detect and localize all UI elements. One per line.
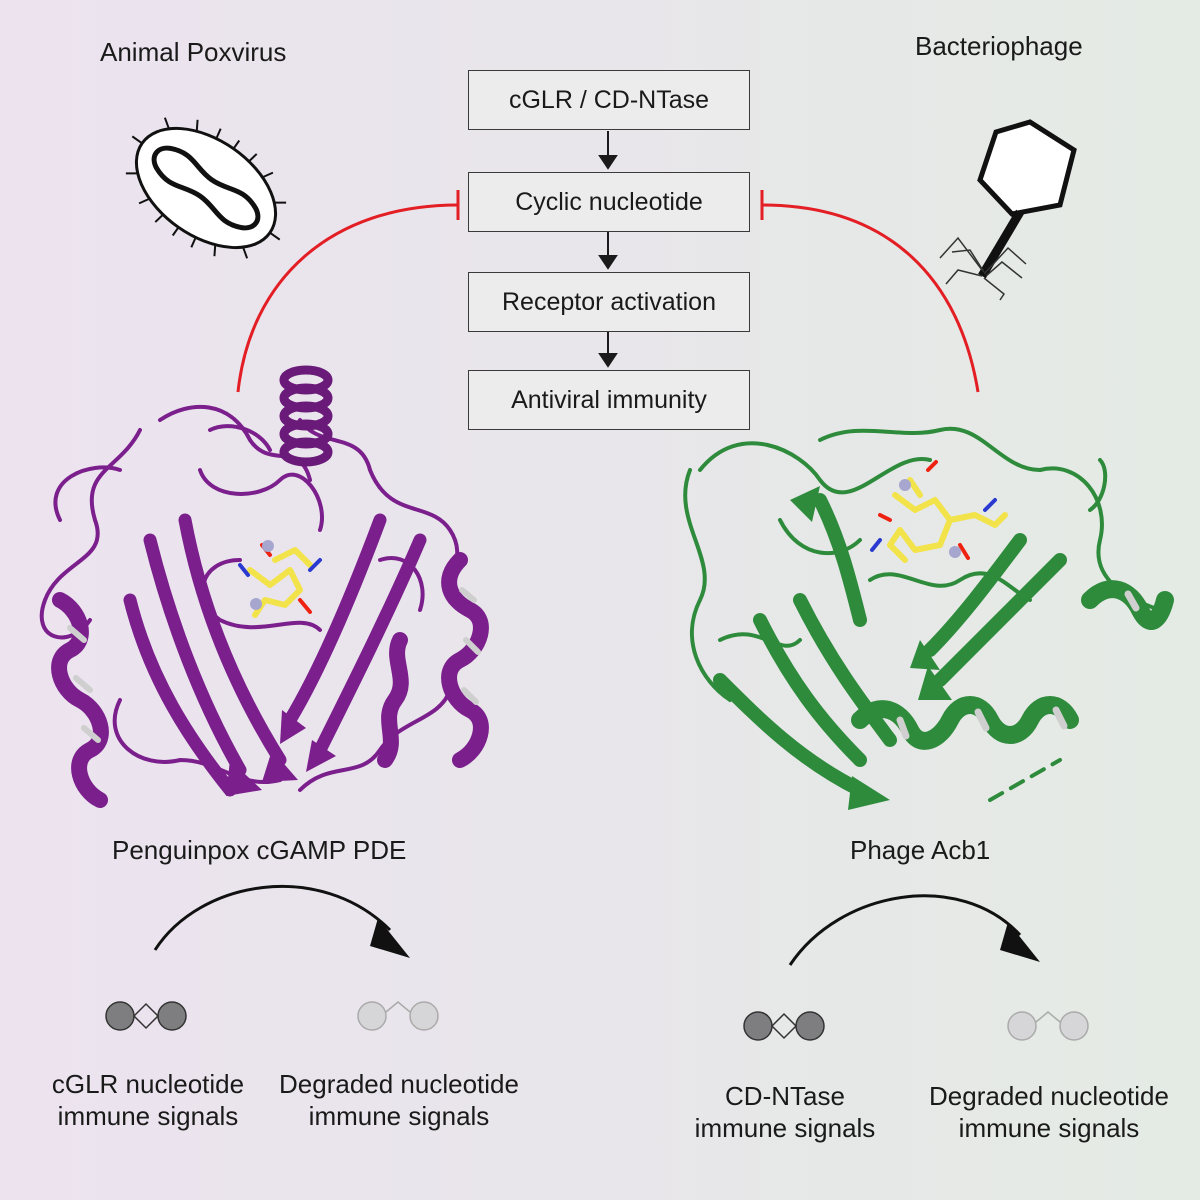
bacteriophage-header: Bacteriophage (915, 31, 1083, 61)
right-degraded-nucleotide-icon (1007, 1011, 1089, 1041)
left-product-caption: Degraded nucleotide immune signals (279, 1069, 519, 1131)
left-degraded-nucleotide-icon (357, 1001, 439, 1031)
pathway-arrows (598, 131, 618, 368)
right-cyclic-nucleotide-icon (743, 1011, 825, 1041)
phage-acb1-structure (683, 426, 1174, 810)
bacteriophage-icon (939, 119, 1077, 301)
left-protein-label: Penguinpox cGAMP PDE (112, 835, 407, 865)
left-ligand (247, 547, 313, 618)
right-protein-label: Phage Acb1 (850, 835, 991, 865)
left-reaction-arrow (153, 884, 410, 958)
left-cyclic-nucleotide-icon (105, 1001, 187, 1031)
pathway-step-antiviral-immunity: Antiviral immunity (468, 370, 750, 430)
left-inhibition-line (236, 203, 459, 393)
right-substrate-caption: CD-NTase immune signals (694, 1081, 876, 1143)
inhibition-arrows (236, 190, 980, 393)
pathway-step-receptor-activation: Receptor activation (468, 272, 750, 332)
penguinpox-pde-structure (39, 365, 489, 808)
right-product-caption: Degraded nucleotide immune signals (929, 1081, 1169, 1143)
pathway-step-cyclic-nucleotide: Cyclic nucleotide (468, 172, 750, 232)
animal-poxvirus-header: Animal Poxvirus (100, 37, 287, 67)
pathway-step-cglr-cdntase: cGLR / CD-NTase (468, 70, 750, 130)
right-reaction-arrow (788, 894, 1040, 966)
right-inhibition-line (761, 203, 980, 393)
left-substrate-caption: cGLR nucleotide immune signals (51, 1069, 245, 1131)
poxvirus-icon (125, 117, 287, 259)
right-ligand (887, 477, 1008, 563)
